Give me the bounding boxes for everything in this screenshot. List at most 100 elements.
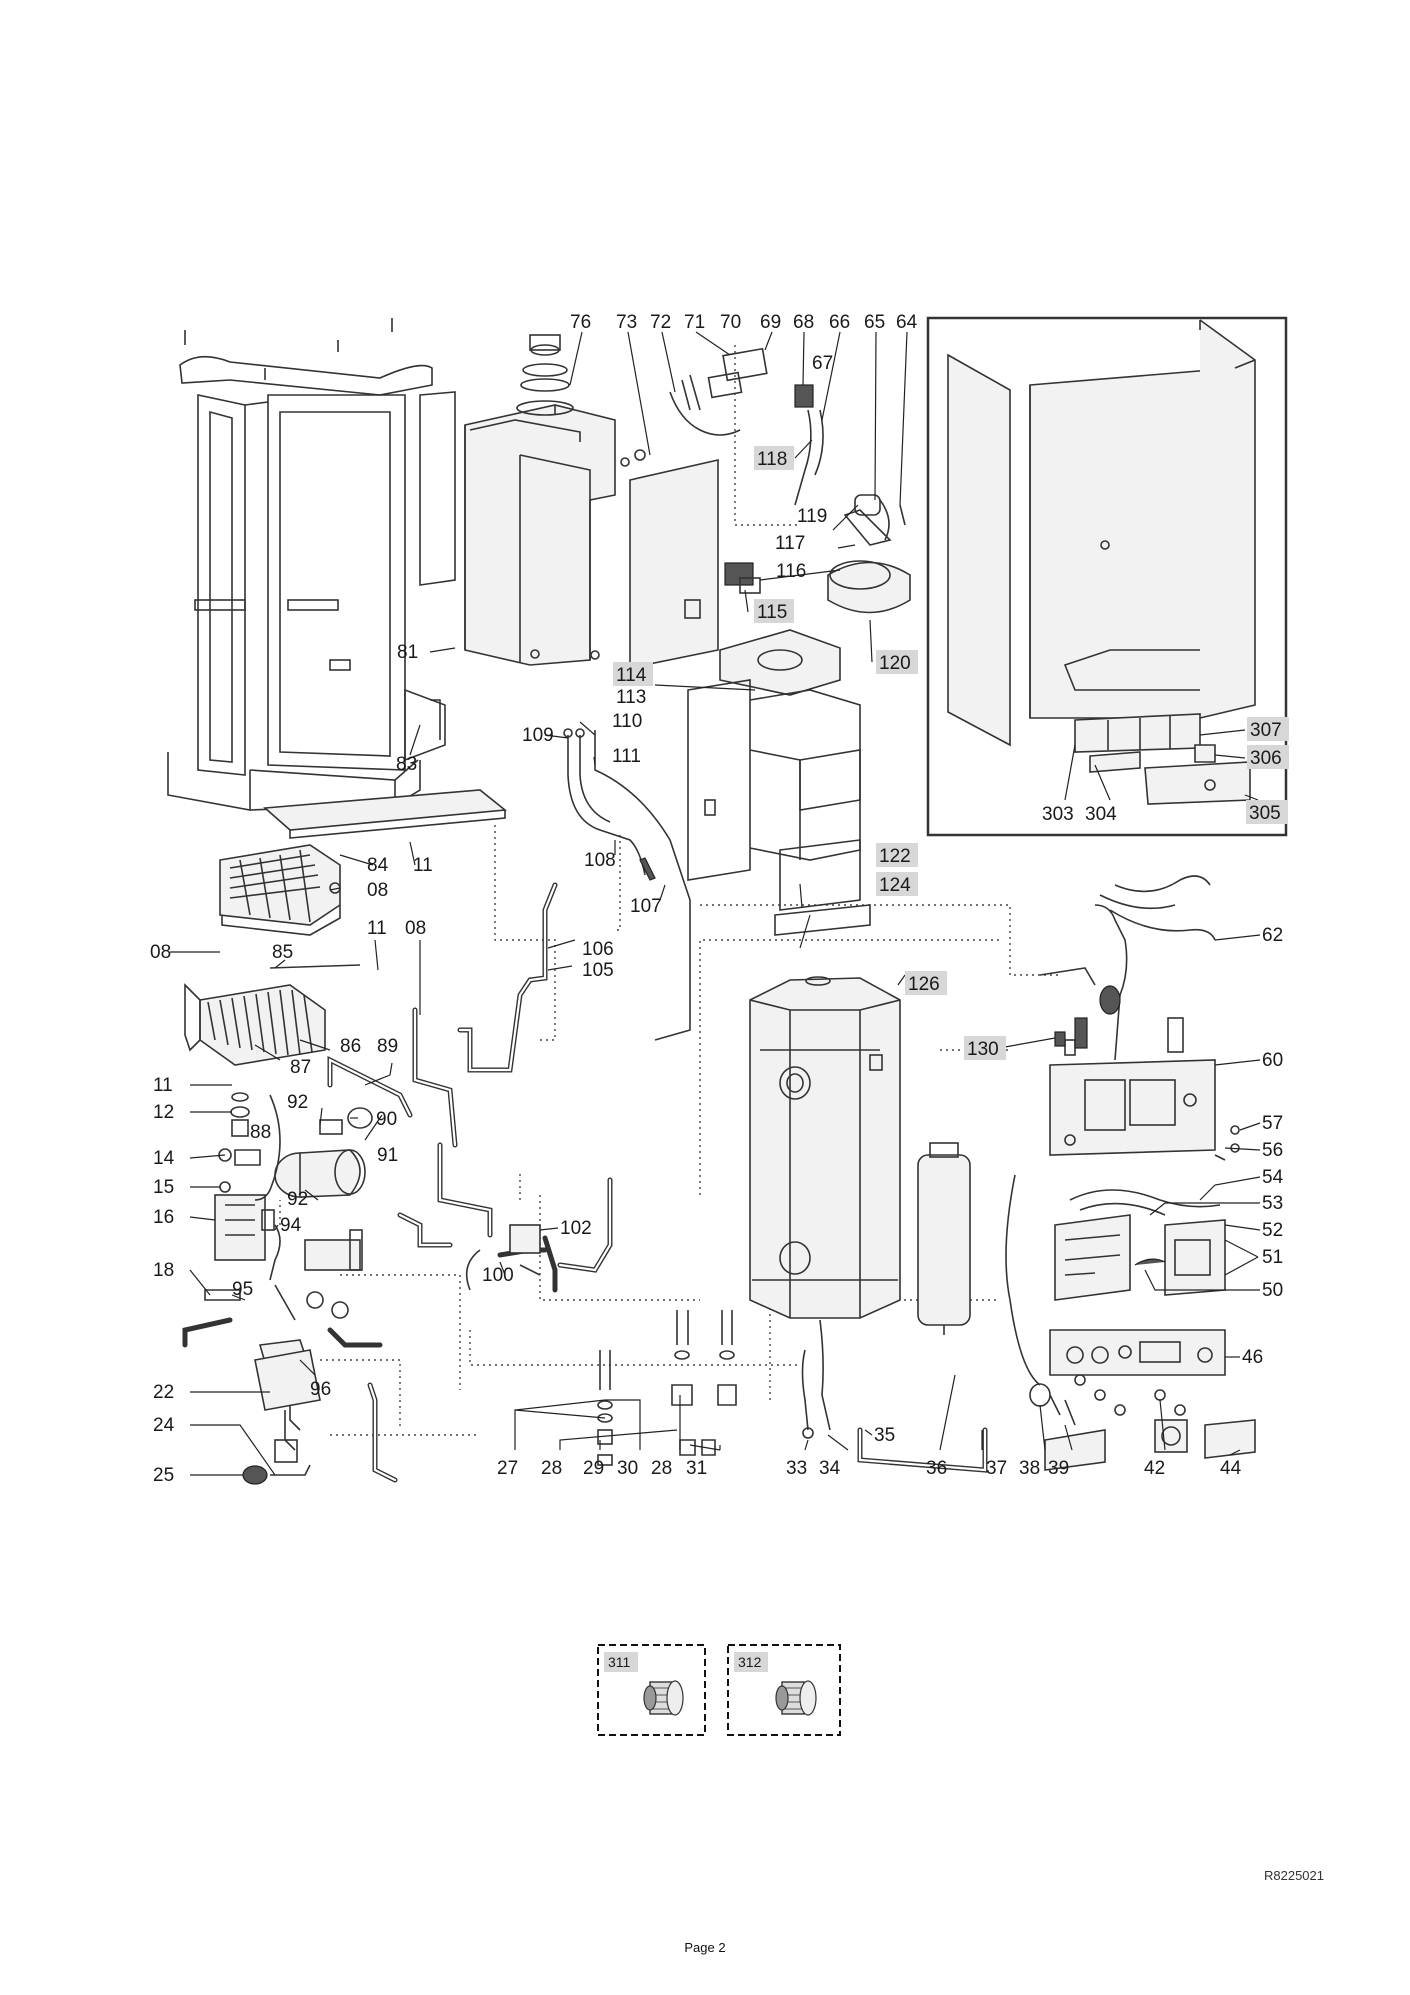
fitting-inset-311: 311: [597, 1644, 706, 1736]
fitting-312-icon: [775, 1680, 817, 1716]
leader-lines: [170, 331, 1261, 1476]
label-105: 105: [582, 960, 614, 981]
label-113: 113: [616, 687, 646, 708]
label-109: 109: [522, 725, 554, 746]
label-34: 34: [819, 1458, 841, 1479]
label-111: 111: [612, 746, 641, 767]
label-100: 100: [482, 1265, 514, 1286]
relay: [724, 562, 761, 594]
label-27: 27: [497, 1458, 518, 1479]
label-37: 37: [986, 1458, 1007, 1479]
page-number: Page 2: [684, 1940, 726, 1955]
label-62: 62: [1262, 925, 1283, 946]
fitting-311-icon: [643, 1680, 684, 1716]
label-57: 57: [1262, 1113, 1283, 1134]
label-73: 73: [616, 312, 637, 333]
fitting-inset-312: 312: [727, 1644, 841, 1736]
control-panel: [1005, 1174, 1256, 1471]
label-15: 15: [153, 1177, 174, 1198]
label-69: 69: [760, 312, 781, 333]
chassis-frame: [167, 318, 433, 811]
label-130: 130: [967, 1039, 999, 1060]
label-12: 12: [153, 1102, 174, 1123]
gas-valve: [214, 1194, 281, 1281]
bottom-fittings: [597, 1310, 831, 1466]
label-94: 94: [280, 1215, 302, 1236]
label-303: 303: [1042, 804, 1074, 825]
label-60: 60: [1262, 1050, 1283, 1071]
label-66: 66: [829, 312, 850, 333]
label-102: 102: [560, 1218, 592, 1239]
label-95: 95: [232, 1279, 253, 1300]
label-14: 14: [153, 1148, 175, 1169]
label-87: 87: [290, 1057, 311, 1078]
label-42: 42: [1144, 1458, 1165, 1479]
label-305: 305: [1249, 803, 1281, 824]
label-126: 126: [908, 974, 940, 995]
label-38: 38: [1019, 1458, 1040, 1479]
label-86: 86: [340, 1036, 361, 1057]
label-64: 64: [896, 312, 918, 333]
pump: [274, 1107, 373, 1198]
label-24: 24: [153, 1415, 175, 1436]
label-25: 25: [153, 1465, 174, 1486]
label-76: 76: [570, 312, 591, 333]
side-panel: [404, 391, 456, 762]
label-92-a: 92: [287, 1092, 308, 1113]
ignition-unit: [242, 1349, 321, 1485]
label-85: 85: [272, 942, 293, 963]
label-312: 312: [738, 1654, 762, 1670]
label-71: 71: [684, 312, 705, 333]
label-52: 52: [1262, 1220, 1283, 1241]
label-114: 114: [616, 665, 647, 686]
cable-loom: [1039, 875, 1216, 1061]
sensor-bracket: [794, 384, 824, 506]
label-44: 44: [1220, 1458, 1242, 1479]
label-81: 81: [397, 642, 418, 663]
label-91: 91: [377, 1145, 398, 1166]
label-highlights: [604, 446, 1289, 1672]
label-11-c: 11: [153, 1075, 173, 1096]
label-11-b: 11: [367, 918, 387, 939]
label-28-a: 28: [541, 1458, 562, 1479]
casing-inset: [926, 316, 1288, 837]
label-83: 83: [396, 754, 417, 775]
label-08-a: 08: [367, 880, 388, 901]
label-16: 16: [153, 1207, 174, 1228]
label-56: 56: [1262, 1140, 1283, 1161]
label-304: 304: [1085, 804, 1117, 825]
label-67: 67: [812, 353, 833, 374]
cable-top: [669, 347, 768, 436]
label-311: 311: [608, 1654, 631, 1670]
air-box: [687, 629, 871, 936]
label-119: 119: [797, 506, 827, 527]
label-106: 106: [582, 939, 614, 960]
document-reference: R8225021: [1264, 1868, 1324, 1883]
label-306: 306: [1250, 748, 1282, 769]
label-28-b: 28: [651, 1458, 672, 1479]
label-84: 84: [367, 855, 389, 876]
label-92-b: 92: [287, 1189, 308, 1210]
cylinder-tank: [749, 976, 901, 1319]
label-96: 96: [310, 1379, 331, 1400]
label-53: 53: [1262, 1193, 1283, 1214]
label-54: 54: [1262, 1167, 1284, 1188]
label-122: 122: [879, 846, 911, 867]
label-120: 120: [879, 653, 911, 674]
label-117: 117: [775, 533, 805, 554]
label-46: 46: [1242, 1347, 1263, 1368]
label-65: 65: [864, 312, 885, 333]
label-08-b: 08: [150, 942, 171, 963]
label-89: 89: [377, 1036, 398, 1057]
expansion-vessel: [917, 1142, 971, 1335]
fan-assembly: [827, 494, 911, 614]
label-90: 90: [376, 1109, 397, 1130]
label-110: 110: [612, 711, 642, 732]
label-29: 29: [583, 1458, 604, 1479]
label-39: 39: [1048, 1458, 1069, 1479]
electrodes: [563, 728, 691, 1041]
label-307: 307: [1250, 720, 1282, 741]
label-72: 72: [650, 312, 671, 333]
label-30: 30: [617, 1458, 638, 1479]
